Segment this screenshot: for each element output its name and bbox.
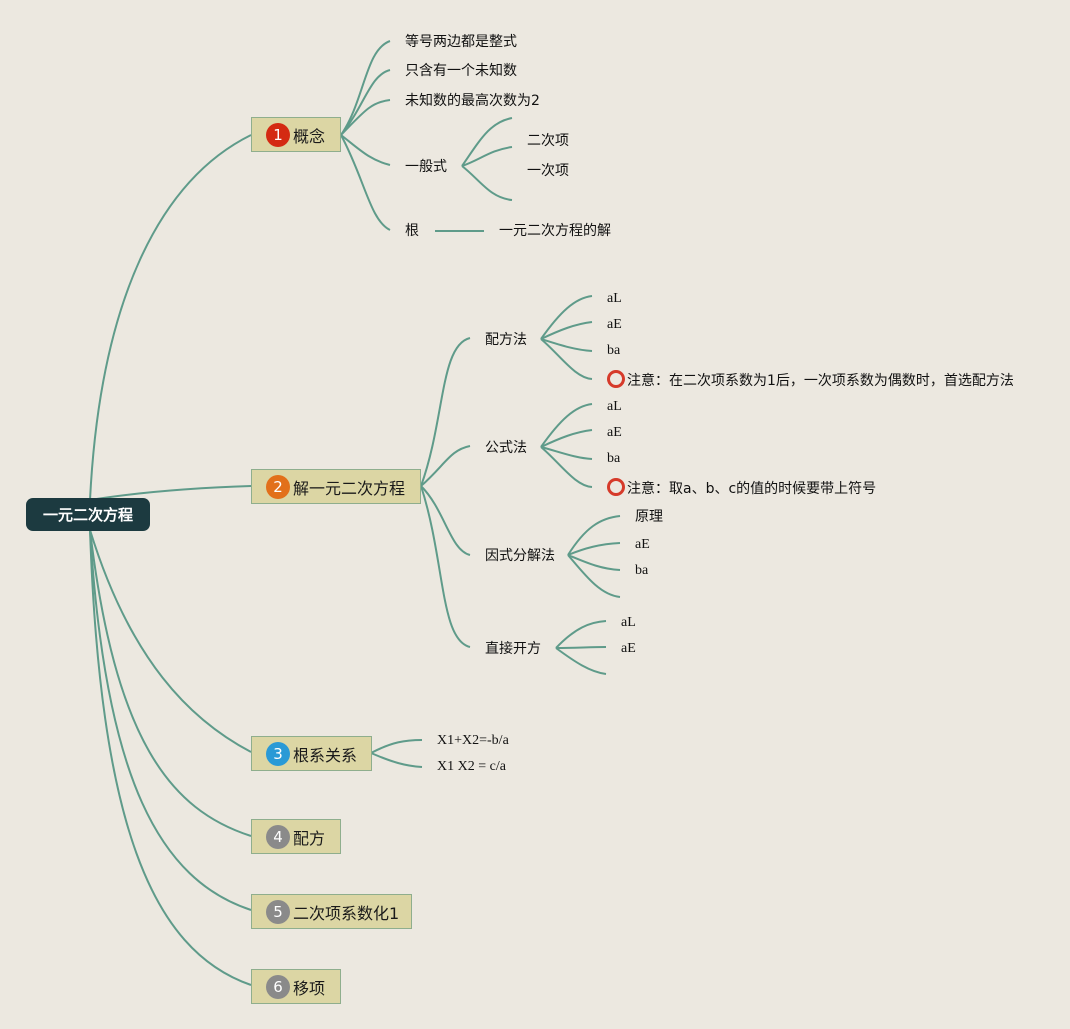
method-child[interactable]: aE [607, 317, 622, 332]
general-form-child[interactable]: 二次项 [527, 133, 569, 149]
root-label: 一元二次方程 [42, 506, 133, 524]
number-2-icon: 2 [266, 474, 290, 499]
note-text: 注意：取a、b、c的值的时候要带上符号 [627, 481, 877, 497]
general-form-node[interactable]: 一般式 [405, 159, 447, 175]
method-formula[interactable]: 公式法 [485, 440, 527, 456]
topic-solve[interactable]: 2 解一元二次方程 [251, 469, 421, 504]
note-completing-square[interactable]: 注意：在二次项系数为1后，一次项系数为偶数时，首选配方法 [607, 370, 1014, 390]
warning-circle-icon [607, 370, 625, 388]
method-child[interactable]: ba [607, 451, 621, 466]
method-square-root[interactable]: 直接开方 [485, 641, 541, 657]
note-text: 注意：在二次项系数为1后，一次项系数为偶数时，首选配方法 [627, 373, 1014, 389]
topic-completing-label: 配方 [293, 828, 326, 848]
number-1-icon: 1 [266, 122, 290, 147]
root-definition-child[interactable]: 一元二次方程的解 [499, 223, 611, 239]
method-child[interactable]: ba [635, 563, 649, 578]
root-node[interactable]: 一元二次方程 [26, 498, 150, 531]
concept-item[interactable]: 等号两边都是整式 [405, 34, 517, 50]
method-child[interactable]: aL [607, 399, 622, 414]
method-child[interactable]: 原理 [635, 509, 663, 525]
topic-concept[interactable]: 1 概念 [251, 117, 341, 152]
relation-sum[interactable]: X1+X2=-b/a [437, 733, 509, 748]
topic-normalize-label: 二次项系数化1 [293, 903, 400, 923]
topic-concept-label: 概念 [293, 126, 326, 146]
method-child[interactable]: aE [621, 641, 636, 656]
topic-transpose[interactable]: 6 移项 [251, 969, 341, 1004]
number-5-icon: 5 [266, 899, 290, 924]
method-child[interactable]: ba [607, 343, 621, 358]
method-child[interactable]: aL [607, 291, 622, 306]
root-definition-node[interactable]: 根 [405, 223, 419, 239]
topic-completing[interactable]: 4 配方 [251, 819, 341, 854]
topic-transpose-label: 移项 [293, 978, 326, 998]
concept-item[interactable]: 只含有一个未知数 [405, 63, 517, 79]
method-child[interactable]: aE [607, 425, 622, 440]
topic-solve-label: 解一元二次方程 [293, 478, 406, 498]
concept-item[interactable]: 未知数的最高次数为2 [405, 93, 540, 109]
relation-product[interactable]: X1 X2 = c/a [437, 759, 506, 774]
method-child[interactable]: aE [635, 537, 650, 552]
method-factoring[interactable]: 因式分解法 [485, 548, 555, 564]
method-completing-square[interactable]: 配方法 [485, 332, 527, 348]
topic-normalize[interactable]: 5 二次项系数化1 [251, 894, 412, 929]
method-child[interactable]: aL [621, 615, 636, 630]
number-6-icon: 6 [266, 974, 290, 999]
topic-relations-label: 根系关系 [293, 745, 358, 765]
topic-relations[interactable]: 3 根系关系 [251, 736, 372, 771]
general-form-child[interactable]: 一次项 [527, 163, 569, 179]
number-4-icon: 4 [266, 824, 290, 849]
note-formula[interactable]: 注意：取a、b、c的值的时候要带上符号 [607, 478, 876, 498]
number-3-icon: 3 [266, 741, 290, 766]
warning-circle-icon [607, 478, 625, 496]
